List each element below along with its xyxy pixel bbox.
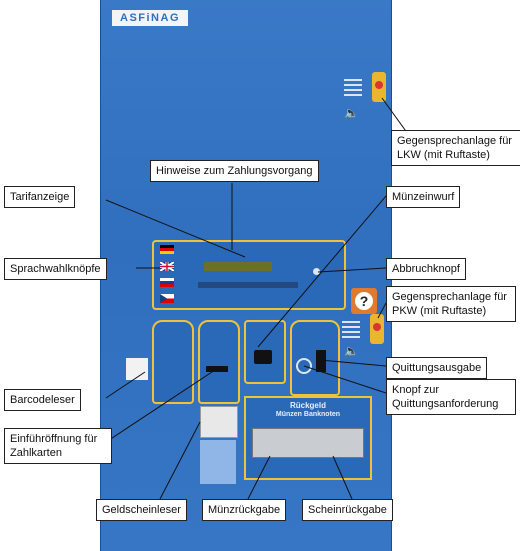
speaker-icon: 🔈 — [344, 106, 359, 120]
label-barcode-reader: Barcodeleser — [4, 389, 81, 411]
info-display — [198, 282, 298, 288]
label-lkw-intercom: Gegensprechanlage für LKW (mit Ruftaste) — [391, 130, 520, 166]
label-receipt-output: Quittungsausgabe — [386, 357, 488, 379]
label-note-return: Scheinrückgabe — [302, 499, 393, 521]
refund-tray: Rückgeld Münzen Banknoten — [244, 396, 372, 480]
flag-germany-button[interactable] — [160, 245, 174, 254]
flag-slovenia-button[interactable] — [160, 278, 174, 287]
pkw-call-button[interactable] — [370, 314, 384, 344]
card-module — [152, 320, 194, 404]
label-payment-hints: Hinweise zum Zahlungsvorgang — [150, 160, 319, 182]
label-cancel-button: Abbruchknopf — [386, 258, 466, 280]
receipt-module — [290, 320, 340, 396]
display-panel — [152, 240, 346, 310]
label-coin-return: Münzrückgabe — [202, 499, 287, 521]
pkw-help-sign: ? — [351, 288, 377, 314]
card-insert-module — [198, 320, 240, 404]
label-coin-slot: Münzeinwurf — [386, 186, 461, 208]
refund-header: Rückgeld — [289, 401, 326, 410]
banknote-reader[interactable] — [200, 406, 238, 438]
label-language-buttons: Sprachwahlknöpfe — [4, 258, 107, 280]
barcode-reader[interactable] — [126, 358, 148, 380]
flag-czech-button[interactable] — [160, 294, 174, 303]
banknote-reader-housing — [200, 440, 236, 484]
label-tariff-display: Tarifanzeige — [4, 186, 76, 208]
pkw-speaker-grille — [342, 318, 360, 341]
question-icon: ? — [355, 292, 373, 310]
lkw-call-button[interactable] — [372, 72, 386, 102]
label-pkw-intercom: Gegensprechanlage für PKW (mit Ruftaste) — [386, 286, 516, 322]
brand-logo: ASFiNAG — [112, 10, 188, 26]
refund-subheader: Münzen Banknoten — [275, 411, 341, 418]
cancel-button[interactable] — [313, 268, 320, 275]
tariff-display — [204, 262, 272, 271]
receipt-slot[interactable] — [316, 350, 326, 372]
label-receipt-request: Knopf zur Quittungsanforderung — [386, 379, 516, 415]
refund-opening[interactable] — [252, 428, 364, 458]
speaker-icon: 🔈 — [344, 344, 359, 358]
label-card-slot: Einführöffnung für Zahlkarten — [4, 428, 112, 464]
flag-uk-button[interactable] — [160, 262, 174, 271]
label-banknote-reader: Geldscheinleser — [96, 499, 187, 521]
lkw-speaker-grille — [344, 76, 362, 99]
card-slot[interactable] — [206, 366, 228, 372]
coin-slot[interactable] — [254, 350, 272, 364]
